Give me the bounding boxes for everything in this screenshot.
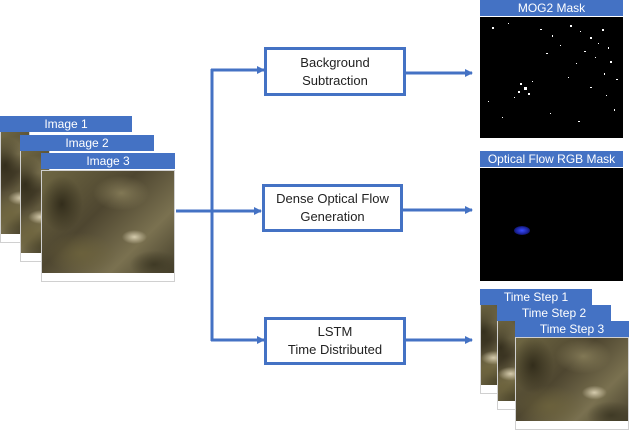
mog2-mask-label: MOG2 Mask	[480, 0, 623, 16]
input-label-image-3: Image 3	[41, 153, 175, 169]
input-label-image-2: Image 2	[20, 135, 154, 151]
background-subtraction-line2: Subtraction	[302, 72, 368, 88]
input-label-image-1: Image 1	[0, 116, 132, 132]
background-subtraction-line1: Background	[300, 54, 370, 70]
mog2-mask-noise	[488, 23, 618, 122]
optical-flow-mask-image	[480, 168, 623, 281]
time-step-label-3: Time Step 3	[515, 321, 629, 337]
optical-flow-generation-line1: Dense Optical Flow	[276, 191, 389, 206]
time-step-image-1	[480, 304, 500, 394]
time-step-label-2: Time Step 2	[497, 305, 611, 321]
input-image-3	[41, 170, 175, 282]
lstm-line1: LSTM	[317, 324, 353, 339]
lstm-line2: Time Distributed	[287, 342, 383, 357]
time-step-image-3	[515, 337, 629, 430]
optical-flow-generation-line2: Generation	[300, 209, 365, 224]
lstm-box: LSTM Time Distributed	[264, 317, 406, 365]
optical-flow-mask-label: Optical Flow RGB Mask	[480, 151, 623, 167]
optical-flow-blob	[514, 226, 530, 235]
background-subtraction-box: Background Subtraction	[264, 47, 406, 96]
time-step-label-1: Time Step 1	[480, 289, 592, 305]
mog2-mask-image	[480, 17, 623, 138]
optical-flow-generation-box: Dense Optical Flow Generation	[262, 184, 403, 232]
time-step-image-2	[497, 320, 517, 410]
